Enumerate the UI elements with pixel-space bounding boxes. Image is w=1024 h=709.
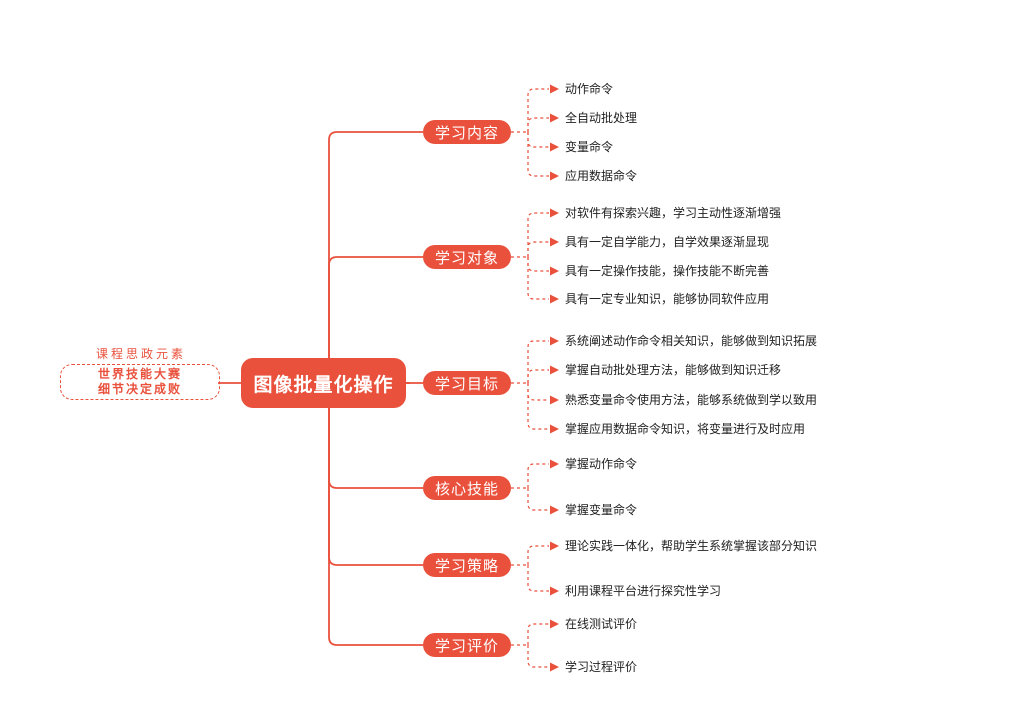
root-node[interactable]: 图像批量化操作 xyxy=(241,358,406,408)
leaf-connector xyxy=(527,212,549,257)
branch-label: 学习策略 xyxy=(434,556,499,575)
branch-label: 学习评价 xyxy=(434,636,499,655)
leaf-item[interactable]: 具有一定自学能力，自学效果逐渐显现 xyxy=(565,235,770,249)
ideology-box: 世界技能大赛 细节决定成败 xyxy=(60,364,220,400)
arrow-icon xyxy=(550,294,559,304)
branch-learning-audience[interactable]: 学习对象 xyxy=(423,245,511,269)
arrow-icon xyxy=(550,424,559,434)
arrow-icon xyxy=(550,662,559,672)
branch-core-skills[interactable]: 核心技能 xyxy=(423,476,511,500)
branch-label: 学习目标 xyxy=(434,374,499,393)
branch-learning-content[interactable]: 学习内容 xyxy=(423,120,511,144)
branch-label: 核心技能 xyxy=(434,479,499,498)
branch-label: 学习对象 xyxy=(434,248,499,267)
leaf-connector xyxy=(527,623,549,645)
arrow-icon xyxy=(550,142,559,152)
arrow-icon xyxy=(550,586,559,596)
leaf-item[interactable]: 动作命令 xyxy=(565,82,614,96)
ideology-line-2: 细节决定成败 xyxy=(97,382,182,396)
root-label: 图像批量化操作 xyxy=(253,373,394,396)
leaf-item[interactable]: 掌握应用数据命令知识，将变量进行及时应用 xyxy=(565,422,806,436)
leaf-item[interactable]: 系统阐述动作命令相关知识，能够做到知识拓展 xyxy=(565,334,818,348)
leaf-item[interactable]: 对软件有探索兴趣，学习主动性逐渐增强 xyxy=(565,206,782,220)
leaf-connector xyxy=(527,565,549,592)
arrow-icon xyxy=(550,505,559,515)
leaf-item[interactable]: 变量命令 xyxy=(565,140,614,154)
branch-label: 学习内容 xyxy=(434,123,499,142)
leaf-connector xyxy=(527,132,549,177)
leaf-item[interactable]: 掌握变量命令 xyxy=(565,503,638,517)
branch-learning-evaluation[interactable]: 学习评价 xyxy=(423,633,511,657)
arrow-icon xyxy=(550,208,559,218)
arrow-icon xyxy=(550,619,559,629)
arrow-icon xyxy=(550,365,559,375)
arrow-icon xyxy=(550,336,559,346)
leaf-item[interactable]: 学习过程评价 xyxy=(565,660,638,674)
arrow-icon xyxy=(550,237,559,247)
leaf-connector xyxy=(527,241,549,257)
leaf-item[interactable]: 掌握自动批处理方法，能够做到知识迁移 xyxy=(565,363,782,377)
leaf-connector xyxy=(527,488,549,511)
leaf-connector xyxy=(527,545,549,565)
leaf-item[interactable]: 理论实践一体化，帮助学生系统掌握该部分知识 xyxy=(565,539,818,553)
leaf-item[interactable]: 全自动批处理 xyxy=(565,111,638,125)
arrow-icon xyxy=(550,266,559,276)
leaf-connector xyxy=(527,257,549,300)
arrow-icon xyxy=(550,84,559,94)
branch-learning-goals[interactable]: 学习目标 xyxy=(423,371,511,395)
leaf-connector xyxy=(527,257,549,272)
leaf-item[interactable]: 应用数据命令 xyxy=(565,169,638,183)
arrow-icon xyxy=(550,459,559,469)
branch-connector xyxy=(328,383,423,646)
arrow-icon xyxy=(550,113,559,123)
leaf-item[interactable]: 利用课程平台进行探究性学习 xyxy=(565,584,722,598)
leaf-item[interactable]: 具有一定专业知识，能够协同软件应用 xyxy=(565,292,770,306)
ideology-line-1: 世界技能大赛 xyxy=(97,367,182,381)
arrow-icon xyxy=(550,171,559,181)
leaf-connector xyxy=(527,369,549,383)
leaf-connector xyxy=(527,463,549,488)
leaf-connector xyxy=(527,383,549,401)
leaf-item[interactable]: 具有一定操作技能，操作技能不断完善 xyxy=(565,264,770,278)
leaf-connector xyxy=(527,117,549,132)
leaf-item[interactable]: 熟悉变量命令使用方法，能够系统做到学以致用 xyxy=(565,393,818,407)
leaf-item[interactable]: 掌握动作命令 xyxy=(565,457,638,471)
ideology-caption: 课程思政元素 xyxy=(95,347,186,361)
branch-connector xyxy=(328,383,423,566)
leaf-connector xyxy=(527,88,549,132)
arrow-icon xyxy=(550,541,559,551)
branch-learning-strategy[interactable]: 学习策略 xyxy=(423,553,511,577)
leaf-item[interactable]: 在线测试评价 xyxy=(565,617,638,631)
arrow-icon xyxy=(550,395,559,405)
branch-connector xyxy=(328,131,423,383)
leaf-connector xyxy=(527,132,549,148)
leaf-connector xyxy=(527,340,549,383)
leaf-connector xyxy=(527,645,549,668)
leaf-connector xyxy=(527,383,549,430)
branch-connector xyxy=(328,256,423,383)
